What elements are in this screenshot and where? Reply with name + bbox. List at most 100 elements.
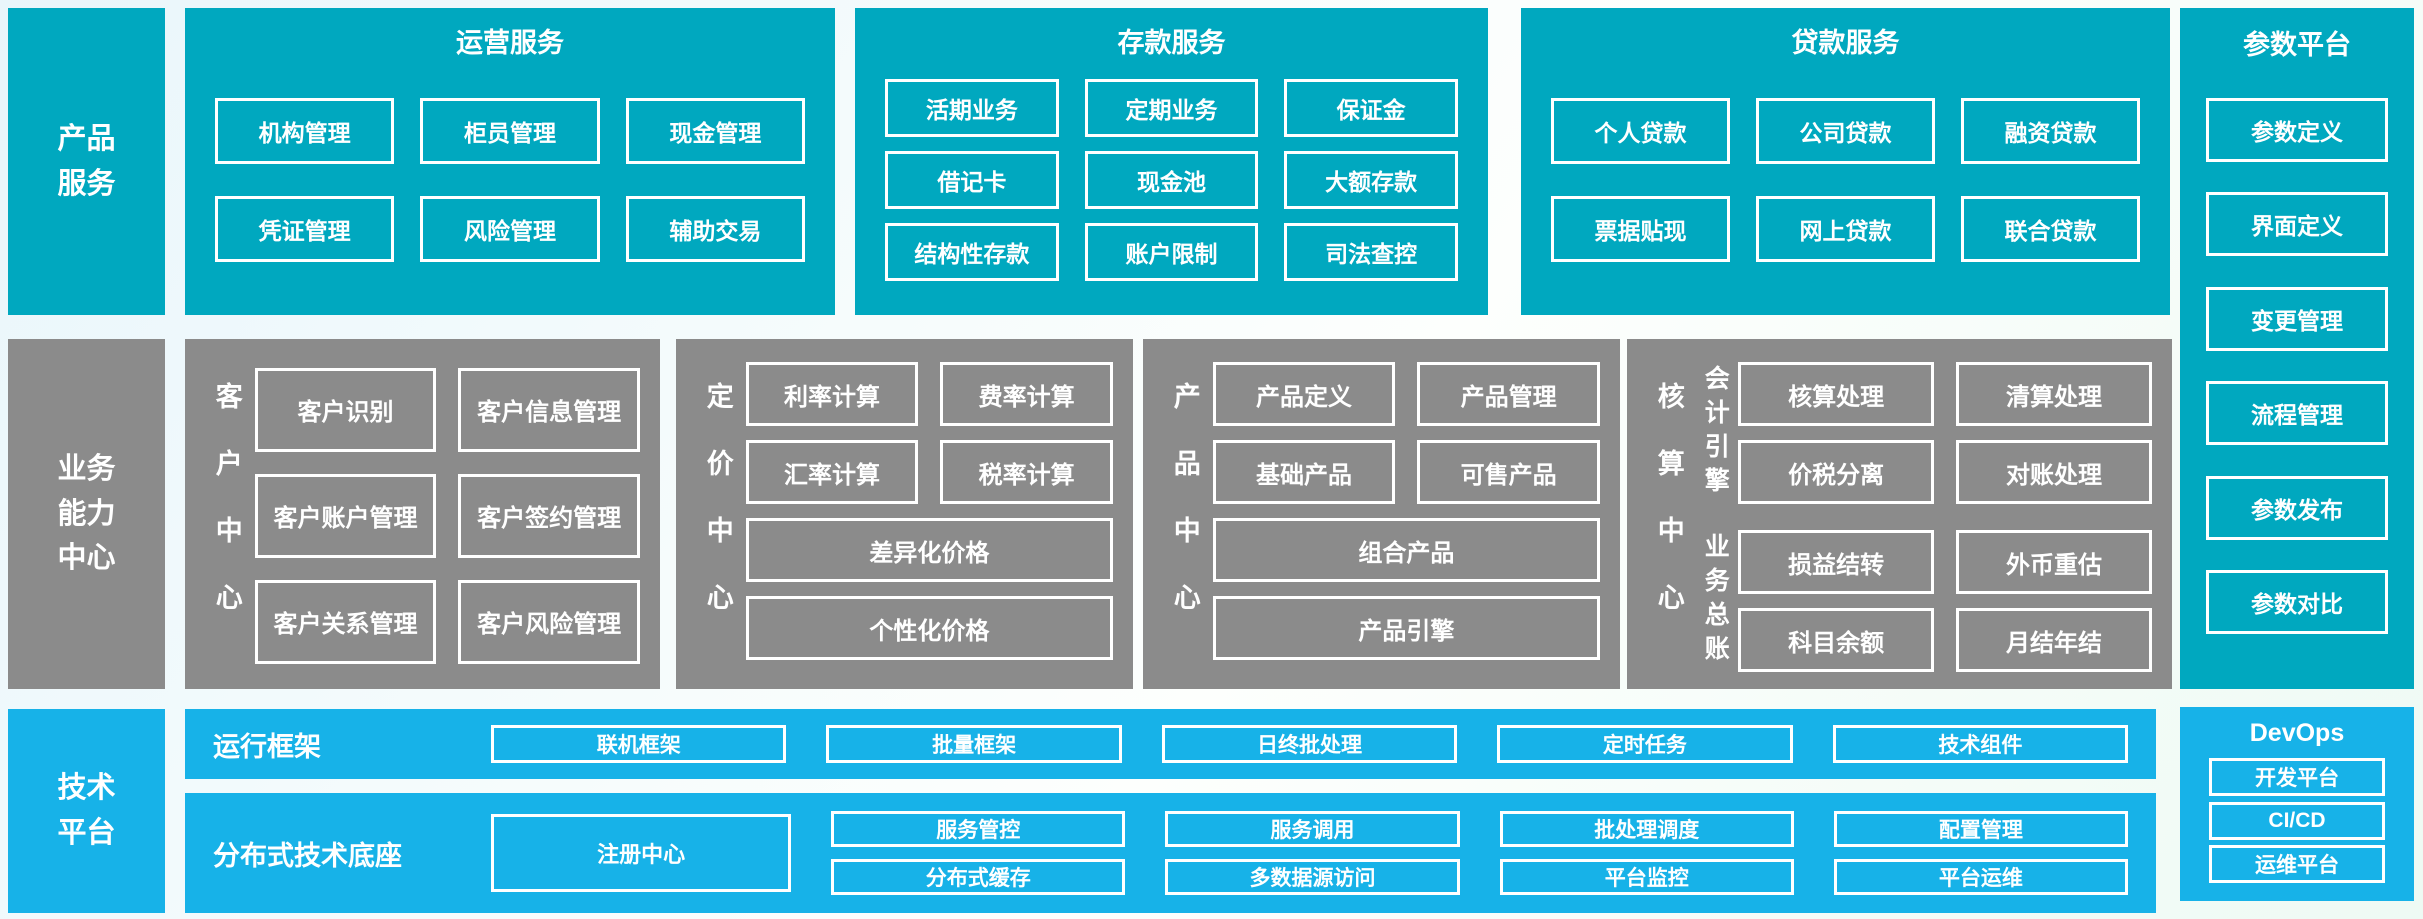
customer-risk-management-box: 客户风险管理 (458, 579, 640, 664)
runtime-framework-label: 运行框架 (213, 731, 321, 762)
sidebar-tech-platform-label: 技术 平台 (57, 772, 116, 849)
business-ledger-label: 业务总账 (1701, 533, 1730, 669)
parameter-platform-stack: 参数定义 界面定义 变更管理 流程管理 参数发布 参数对比 (2206, 67, 2388, 665)
base-column-1: 服务管控 分布式缓存 (831, 811, 1126, 895)
time-deposit-box: 定期业务 (1084, 79, 1259, 138)
judicial-inquiry-control-box: 司法查控 (1284, 223, 1458, 282)
financing-loan-box: 融资贷款 (1961, 97, 2140, 164)
pricing-center-grid: 利率计算 费率计算 汇率计算 税率计算 (745, 362, 1113, 504)
parameter-platform-title: 参数平台 (2243, 30, 2351, 60)
price-tax-separation-box: 价税分离 (1738, 440, 1935, 504)
online-framework-box: 联机框架 (491, 725, 787, 763)
online-loan-box: 网上贷款 (1756, 196, 1935, 263)
panel-deposit-services: 存款服务 活期业务 定期业务 保证金 借记卡 现金池 大额存款 结构性存款 账户… (855, 8, 1488, 315)
devops-title: DevOps (2249, 719, 2345, 747)
batch-scheduling-box: 批处理调度 (1499, 811, 1794, 847)
ops-platform-box: 运维平台 (2209, 845, 2385, 884)
sidebar-business-capability-label: 业务 能力 中心 (57, 452, 116, 575)
margin-deposit-box: 保证金 (1284, 79, 1458, 138)
multi-datasource-access-box: 多数据源访问 (1165, 859, 1460, 895)
auxiliary-transaction-box: 辅助交易 (625, 196, 805, 263)
sidebar-product-services: 产品 服务 (8, 8, 165, 315)
voucher-management-box: 凭证管理 (215, 196, 395, 263)
panel-product-center: 产品中心 产品定义 产品管理 基础产品 可售产品 组合产品 产品引擎 (1143, 339, 1620, 689)
scheduled-task-box: 定时任务 (1497, 725, 1793, 763)
distributed-tech-base-label: 分布式技术底座 (213, 840, 402, 871)
customer-relation-management-box: 客户关系管理 (254, 579, 437, 664)
differentiated-pricing-box: 差异化价格 (745, 518, 1113, 582)
product-engine-box: 产品引擎 (1212, 596, 1600, 660)
panel-runtime-framework: 运行框架 联机框架 批量框架 日终批处理 定时任务 技术组件 (185, 709, 2156, 779)
panel-devops: DevOps 开发平台 CI/CD 运维平台 (2180, 707, 2414, 901)
ui-definition-box: 界面定义 (2206, 192, 2388, 257)
batch-framework-box: 批量框架 (826, 725, 1122, 763)
exchange-rate-calc-box: 汇率计算 (745, 440, 919, 504)
accounting-engine-group: 会计引擎 核算处理 清算处理 价税分离 对账处理 (1697, 362, 2152, 504)
config-management-box: 配置管理 (1833, 811, 2129, 847)
accounting-engine-grid: 核算处理 清算处理 价税分离 对账处理 (1738, 362, 2152, 504)
corporate-loan-box: 公司贷款 (1756, 97, 1935, 164)
operations-services-grid: 机构管理 柜员管理 现金管理 凭证管理 风险管理 辅助交易 (215, 65, 805, 295)
tax-rate-calc-box: 税率计算 (940, 440, 1113, 504)
change-management-box: 变更管理 (2206, 286, 2388, 351)
tech-component-box: 技术组件 (1832, 725, 2129, 763)
ci-cd-box: CI/CD (2209, 801, 2385, 840)
panel-loan-services: 贷款服务 个人贷款 公司贷款 融资贷款 票据贴现 网上贷款 联合贷款 (1521, 8, 2170, 315)
foreign-currency-revaluation-box: 外币重估 (1956, 530, 2152, 594)
accounting-center-label: 核算中心 (1653, 381, 1684, 650)
demand-deposit-box: 活期业务 (885, 79, 1059, 138)
service-invocation-box: 服务调用 (1165, 811, 1460, 847)
base-column-2: 服务调用 多数据源访问 (1165, 811, 1460, 895)
month-year-end-closing-box: 月结年结 (1956, 608, 2152, 672)
deposit-services-grid: 活期业务 定期业务 保证金 借记卡 现金池 大额存款 结构性存款 账户限制 司法… (885, 65, 1458, 295)
customer-info-management-box: 客户信息管理 (458, 367, 640, 452)
platform-monitoring-box: 平台监控 (1499, 859, 1794, 895)
accounting-center-column: 会计引擎 核算处理 清算处理 价税分离 对账处理 业务总账 损益结转 外币重估 … (1697, 362, 2152, 672)
platform-operations-box: 平台运维 (1833, 859, 2129, 895)
sellable-product-box: 可售产品 (1417, 440, 1600, 504)
customer-account-management-box: 客户账户管理 (254, 473, 437, 558)
business-ledger-grid: 损益结转 外币重估 科目余额 月结年结 (1738, 530, 2152, 672)
panel-customer-center: 客户中心 客户识别 客户信息管理 客户账户管理 客户签约管理 客户关系管理 客户… (185, 339, 660, 689)
customer-center-grid: 客户识别 客户信息管理 客户账户管理 客户签约管理 客户关系管理 客户风险管理 (254, 362, 640, 669)
registry-center-box: 注册中心 (491, 814, 792, 892)
customer-identification-box: 客户识别 (254, 367, 437, 452)
composite-product-box: 组合产品 (1212, 518, 1600, 582)
account-restriction-box: 账户限制 (1084, 223, 1259, 282)
product-center-label: 产品中心 (1169, 381, 1200, 650)
panel-pricing-center: 定价中心 利率计算 费率计算 汇率计算 税率计算 差异化价格 个性化价格 (676, 339, 1133, 689)
cash-pool-box: 现金池 (1084, 151, 1259, 210)
clearing-processing-box: 清算处理 (1956, 362, 2152, 426)
business-ledger-group: 业务总账 损益结转 外币重估 科目余额 月结年结 (1697, 530, 2152, 672)
product-management-box: 产品管理 (1417, 362, 1600, 426)
structured-deposit-box: 结构性存款 (885, 223, 1059, 282)
param-definition-box: 参数定义 (2206, 97, 2388, 162)
customer-contract-management-box: 客户签约管理 (458, 473, 640, 558)
panel-accounting-center: 核算中心 会计引擎 核算处理 清算处理 价税分离 对账处理 业务总账 损益结转 … (1627, 339, 2172, 689)
product-center-grid: 产品定义 产品管理 基础产品 可售产品 (1212, 362, 1600, 504)
service-governance-box: 服务管控 (831, 811, 1126, 847)
devops-stack: 开发平台 CI/CD 运维平台 (2209, 753, 2385, 890)
deposit-services-title: 存款服务 (1117, 28, 1226, 58)
sidebar-tech-platform: 技术 平台 (8, 709, 165, 913)
param-release-box: 参数发布 (2206, 475, 2388, 540)
accounting-engine-label: 会计引擎 (1701, 365, 1730, 501)
debit-card-box: 借记卡 (885, 151, 1059, 210)
bill-discount-box: 票据贴现 (1551, 196, 1730, 263)
large-deposit-box: 大额存款 (1284, 151, 1458, 210)
customer-center-label: 客户中心 (211, 381, 242, 650)
accounting-processing-box: 核算处理 (1738, 362, 1935, 426)
interest-rate-calc-box: 利率计算 (745, 362, 919, 426)
eod-batch-processing-box: 日终批处理 (1161, 725, 1458, 763)
dev-platform-box: 开发平台 (2209, 758, 2385, 797)
risk-management-box: 风险管理 (420, 196, 600, 263)
product-definition-box: 产品定义 (1212, 362, 1396, 426)
sidebar-product-services-label: 产品 服务 (57, 122, 116, 200)
param-compare-box: 参数对比 (2206, 570, 2388, 635)
base-column-3: 批处理调度 平台监控 (1499, 811, 1794, 895)
personalized-pricing-box: 个性化价格 (745, 596, 1113, 660)
profit-loss-carryover-box: 损益结转 (1738, 530, 1935, 594)
basic-product-box: 基础产品 (1212, 440, 1396, 504)
syndicated-loan-box: 联合贷款 (1961, 196, 2140, 263)
